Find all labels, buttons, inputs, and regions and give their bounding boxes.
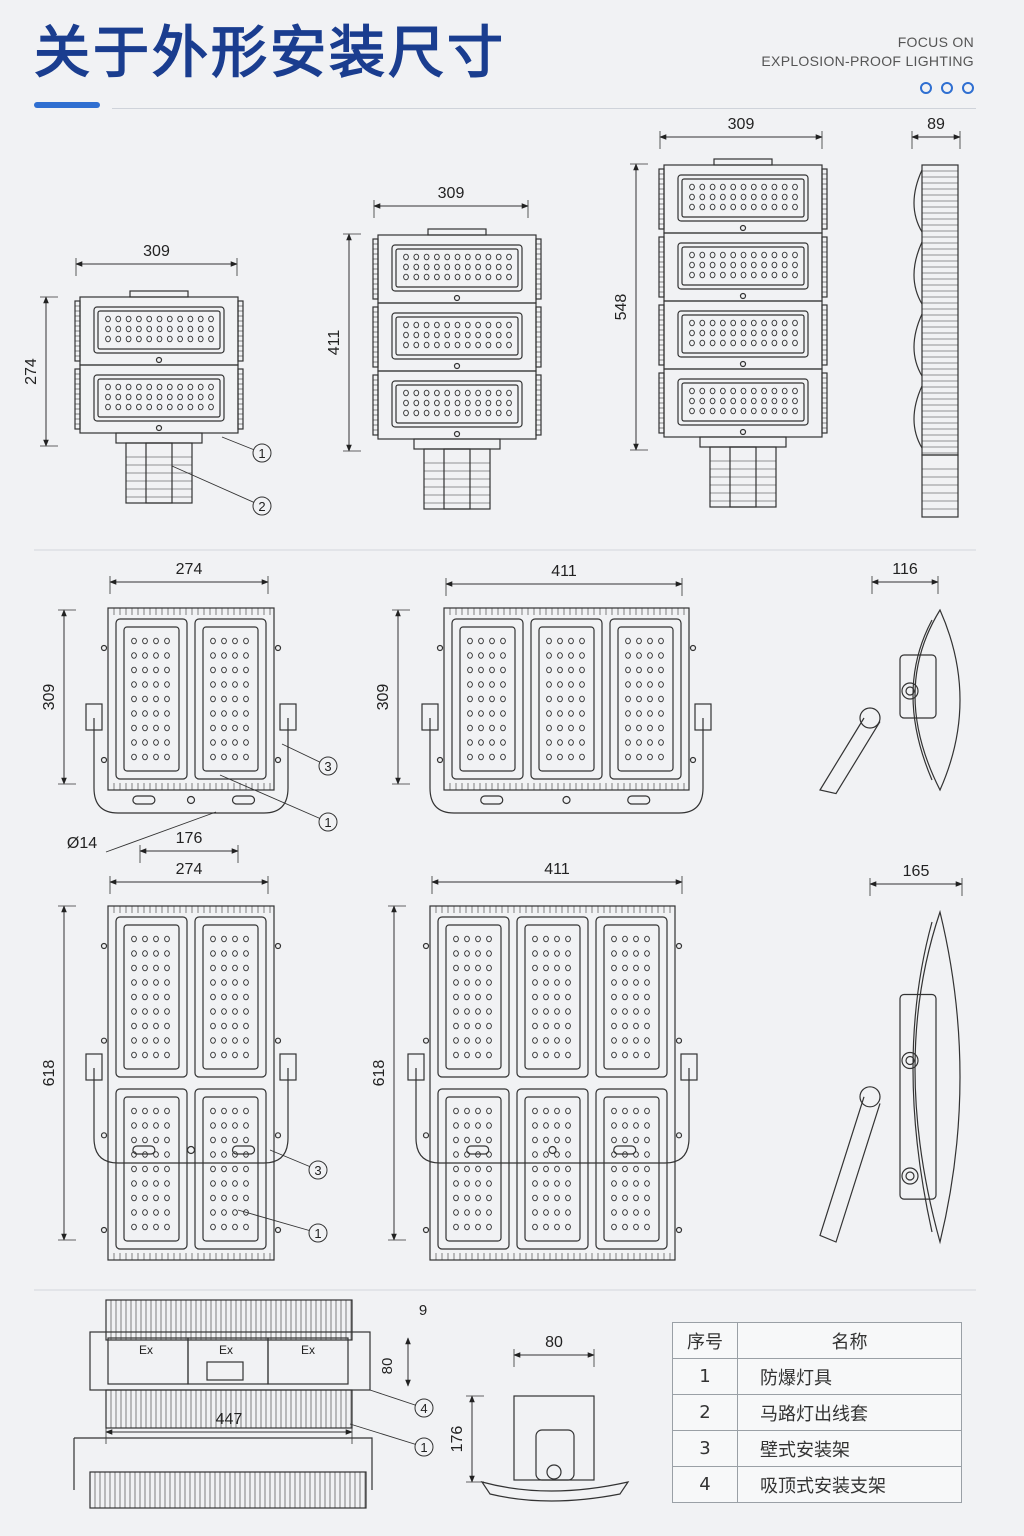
flood-light-6-module	[407, 905, 698, 1261]
flood-light-3-module	[421, 607, 712, 814]
parts-table-header: 序号 名称	[672, 1322, 962, 1359]
tagline-focus: FOCUS ON	[897, 34, 974, 50]
dim-street3-height-line	[343, 233, 361, 452]
dim-flood-side-large-depth-line	[869, 878, 963, 896]
dim-street3-width-line	[373, 200, 529, 218]
dim-street2-width: 309	[143, 243, 170, 260]
dim-street2-width-line	[75, 258, 238, 276]
dim-street2-height-line	[40, 296, 58, 447]
row-no: 4	[672, 1466, 738, 1503]
callout-4-ceiling-leader	[369, 1389, 434, 1418]
decor-dots	[920, 82, 974, 94]
callout-1-street: 1	[258, 446, 265, 461]
flood-light-2-module	[85, 607, 297, 814]
tagline-brand: EXPLOSION-PROOF LIGHTING	[761, 53, 974, 69]
header-no: 序号	[672, 1322, 738, 1359]
callout-2-street: 2	[258, 499, 265, 514]
callout-3-flood4: 3	[314, 1163, 321, 1178]
header-name: 名称	[737, 1322, 962, 1359]
callout-3-flood2-leader	[281, 743, 338, 776]
row-name: 马路灯出线套	[737, 1394, 962, 1431]
dim-flood2-hole-spacing-line	[139, 845, 239, 863]
dim-flood4-height-line	[58, 905, 76, 1241]
callout-1-ceiling: 1	[420, 1440, 427, 1455]
street-light-side-view	[913, 164, 959, 518]
callout-1-flood2-leader	[219, 774, 338, 832]
dim-flood2-height-line	[58, 609, 76, 785]
dim-ceiling-width-line	[105, 1426, 353, 1444]
flood-light-side-large	[819, 909, 961, 1245]
street-light-4-module	[658, 158, 828, 508]
dim-flood3-height-line	[392, 609, 410, 785]
dim-street-side-depth: 89	[927, 116, 945, 133]
dim-flood4-width-line	[109, 876, 269, 894]
dim-ceiling-side-width: 80	[545, 1334, 563, 1351]
dim-flood3-height: 309	[375, 684, 392, 711]
row-name: 吸顶式安装支架	[737, 1466, 962, 1503]
header-divider	[112, 108, 976, 109]
callout-1-ceiling-leader	[349, 1423, 434, 1457]
dim-ceiling-width: 447	[216, 1411, 243, 1428]
dim-street2-height: 274	[23, 358, 40, 385]
callout-3-flood2: 3	[324, 759, 331, 774]
dim-ceiling-side-height-line	[466, 1395, 484, 1483]
dim-flood2-height: 309	[41, 684, 58, 711]
dim-flood3-width: 411	[551, 563, 577, 580]
dim-street-side-depth-line	[911, 131, 961, 149]
dim-flood-side-small-depth-line	[871, 576, 939, 594]
callout-1-flood4: 1	[314, 1226, 321, 1241]
dim-flood6-width: 411	[544, 861, 570, 878]
dim-flood-side-small-depth: 116	[892, 561, 918, 578]
dim-flood4-width: 274	[176, 861, 203, 878]
callout-2-street-leader	[171, 465, 272, 516]
dim-flood2-hole-spacing: 176	[176, 830, 203, 847]
callout-1-flood2: 1	[324, 815, 331, 830]
row-no: 2	[672, 1394, 738, 1431]
dim-street4-width-line	[659, 131, 823, 149]
ceiling-module-label-1: Ex	[139, 1343, 153, 1357]
page-title: 关于外形安装尺寸	[34, 21, 506, 86]
dim-flood4-height: 618	[41, 1060, 58, 1087]
parts-table-row: 4 吸顶式安装支架	[672, 1466, 962, 1503]
callout-4-ceiling: 4	[420, 1401, 427, 1416]
row-name: 壁式安装架	[737, 1430, 962, 1467]
callout-3-flood4-leader	[269, 1149, 328, 1180]
dim-street4-width: 309	[728, 116, 755, 133]
dim-flood2-width-line	[109, 576, 269, 594]
row-no: 1	[672, 1358, 738, 1395]
dim-ceiling-bracket: 80	[379, 1358, 396, 1375]
dim-street3-height: 411	[326, 330, 343, 356]
callout-1-flood4-leader	[237, 1209, 328, 1243]
dim-flood6-width-line	[431, 876, 683, 894]
flood-light-side-small	[819, 608, 961, 795]
row-no: 3	[672, 1430, 738, 1467]
dim-street3-width: 309	[438, 185, 465, 202]
ceiling-module-label-2: Ex	[219, 1343, 233, 1357]
parts-table: 序号 名称 1 防爆灯具 2 马路灯出线套 3 壁式安装架 4 吸顶式安装支架	[672, 1322, 962, 1503]
dim-flood6-height-line	[388, 905, 406, 1241]
parts-table-row: 1 防爆灯具	[672, 1358, 962, 1395]
dim-street4-height-line	[630, 163, 648, 451]
parts-table-row: 2 马路灯出线套	[672, 1394, 962, 1431]
dim-street4-height: 548	[613, 294, 630, 321]
dim-flood2-width: 274	[176, 561, 203, 578]
parts-table-row: 3 壁式安装架	[672, 1430, 962, 1467]
ceiling-module-label-3: Ex	[301, 1343, 315, 1357]
dim-ceiling-side-height: 176	[449, 1426, 466, 1453]
street-light-3-module	[372, 228, 542, 510]
dim-flood3-width-line	[445, 578, 683, 596]
dim-ceiling-side-width-line	[513, 1349, 595, 1367]
dim-flood2-hole: Ø14	[67, 835, 97, 852]
title-accent-bar	[34, 102, 100, 108]
dim-ceiling-top-gap: 9	[419, 1302, 427, 1319]
ceiling-mount-plan	[73, 1299, 373, 1509]
row-name: 防爆灯具	[737, 1358, 962, 1395]
dim-flood-side-large-depth: 165	[903, 863, 930, 880]
flood-light-4-module	[85, 905, 297, 1261]
dim-flood6-height: 618	[371, 1060, 388, 1087]
callout-1-street-leader	[221, 436, 272, 463]
street-light-2-module	[74, 290, 244, 504]
ceiling-mount-side	[480, 1395, 630, 1502]
